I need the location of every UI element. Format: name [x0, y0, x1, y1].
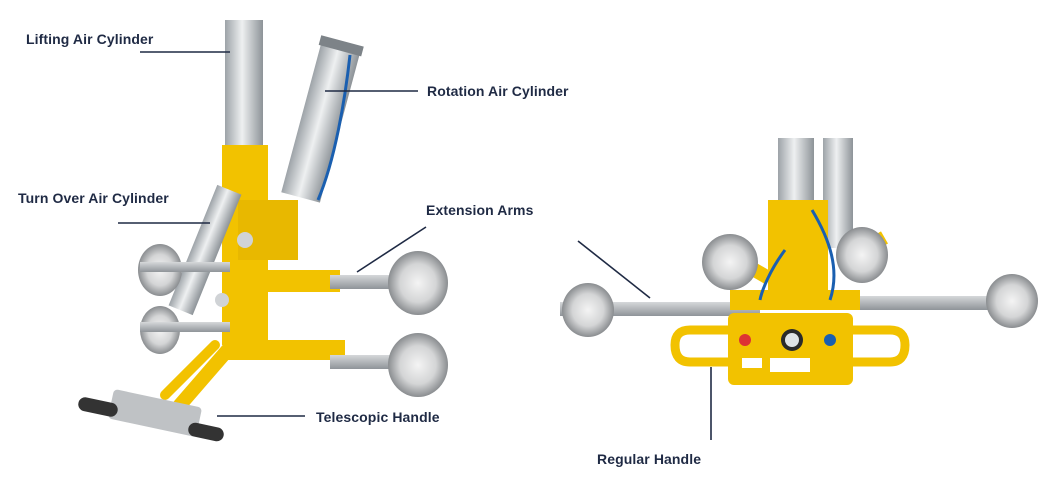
- regular-handle-shape: [670, 325, 728, 367]
- suction-pad: [702, 234, 758, 290]
- turn-over-cylinder-shape: [168, 184, 242, 316]
- leader-extension-right: [577, 240, 651, 299]
- suction-pad: [986, 274, 1038, 328]
- lifting-cylinder-shape: [225, 20, 263, 150]
- handle-grip: [78, 397, 118, 417]
- suction-pad: [562, 283, 614, 337]
- label-turn-over-air-cylinder: Turn Over Air Cylinder: [18, 190, 169, 206]
- left-lifter-illustration: [78, 20, 448, 442]
- label-rotation-air-cylinder: Rotation Air Cylinder: [427, 83, 569, 99]
- label-telescopic-handle: Telescopic Handle: [316, 409, 440, 425]
- suction-pad: [388, 251, 448, 315]
- label-lifting-air-cylinder: Lifting Air Cylinder: [26, 31, 154, 47]
- rotation-cylinder-shape: [281, 35, 364, 203]
- extension-arm-right: [850, 296, 1010, 310]
- label-extension-arms: Extension Arms: [426, 202, 534, 218]
- handle-grip: [188, 422, 224, 442]
- right-lifter-illustration: [560, 138, 1038, 385]
- suction-pad: [388, 333, 448, 397]
- label-regular-handle: Regular Handle: [597, 451, 702, 467]
- suction-pad: [836, 227, 888, 283]
- leader-extension: [356, 226, 427, 273]
- handle-block: [108, 389, 202, 437]
- leader-lines: [118, 51, 712, 440]
